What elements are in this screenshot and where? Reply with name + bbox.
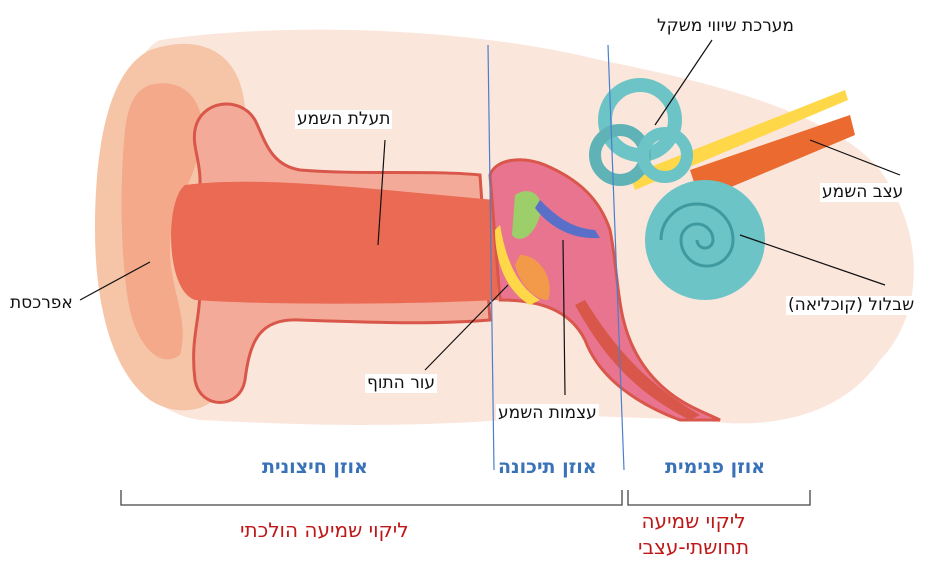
label-cochlea: שבלול (קוכליאה): [786, 296, 916, 315]
label-vestibular: מערכת שיווי משקל: [655, 17, 796, 36]
section-middle-ear: אוזן תיכונה: [498, 458, 597, 477]
label-eardrum: עור התוף: [365, 374, 437, 393]
sensorineural-hearing-loss: ליקוי שמיעה תחושתי-עצבי: [638, 508, 749, 560]
brace-sensorineural: [628, 490, 810, 505]
sensorineural-line-2: תחושתי-עצבי: [638, 534, 749, 560]
conductive-hearing-loss: ליקוי שמיעה הולכתי: [240, 517, 409, 543]
brace-conductive: [121, 490, 622, 505]
label-pinna: אפרכסת: [8, 294, 75, 313]
section-outer-ear: אוזן חיצונית: [262, 458, 368, 477]
sensorineural-line-1: ליקוי שמיעה: [638, 508, 749, 534]
cochlea-shape: [645, 180, 765, 300]
ear-canal-shape: [171, 182, 498, 304]
label-auditory-nerve: עצב השמע: [820, 183, 905, 202]
section-inner-ear: אוזן פנימית: [665, 458, 765, 477]
label-ear-canal: תעלת השמע: [295, 110, 392, 129]
label-ossicles: עצמות השמע: [496, 404, 599, 423]
